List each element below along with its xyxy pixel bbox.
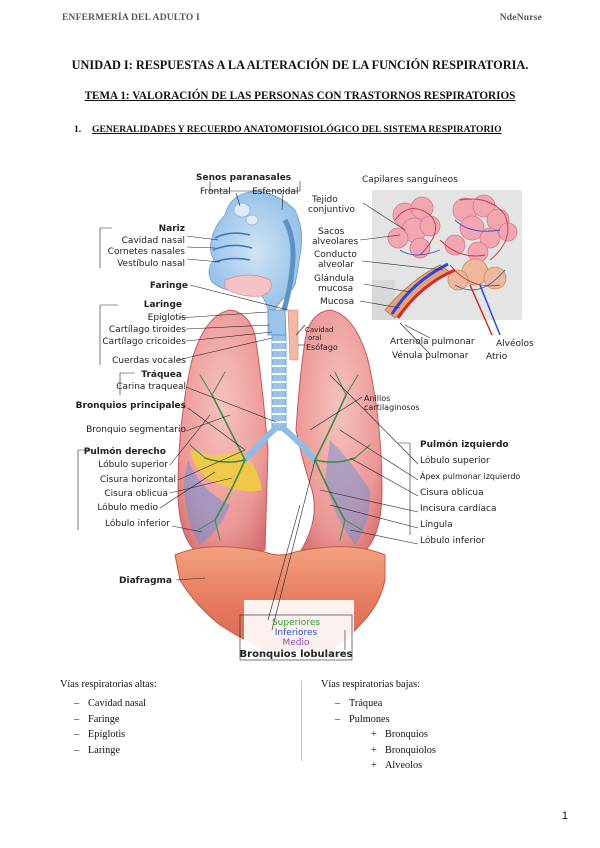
label-esfenoidal: Esfenoidal — [252, 187, 299, 197]
upper-airways-title: Vías respiratorias altas: — [60, 679, 157, 690]
frontal-sinus — [233, 202, 259, 226]
alveolar-sacs — [387, 194, 518, 291]
label-conducto-1: Conducto — [314, 250, 357, 260]
list-item: –Laringe — [74, 744, 121, 756]
label-cavidad-oral-2: oral — [308, 334, 321, 342]
trachea — [271, 334, 287, 431]
oral-cavity — [224, 274, 272, 297]
label-capilares: Capilares sanguíneos — [362, 175, 458, 185]
label-sacos-2: alveolares — [312, 237, 358, 247]
label-lingula: Língula — [420, 520, 453, 530]
label-conducto-2: alveolar — [318, 260, 354, 270]
label-cavidad-oral-1: Cavidad — [305, 326, 333, 334]
list-item: +Alveolos — [371, 760, 423, 771]
label-lobulo-inferior-d: Lóbulo inferior — [105, 518, 170, 529]
esophagus — [287, 309, 299, 361]
label-frontal: Frontal — [200, 187, 231, 197]
page-number: 1 — [561, 810, 568, 822]
capillary-network — [394, 198, 509, 287]
label-lobulo-medio: Lóbulo medio — [97, 502, 158, 513]
list-item: +Bronquios — [371, 729, 428, 740]
section-title: GENERALIDADES Y RECUERDO ANATOMOFISIOLÓG… — [92, 124, 502, 135]
label-cornetes: Cornetes nasales — [108, 247, 186, 257]
alveoli-inset — [372, 190, 522, 336]
label-inferiores: Inferiores — [275, 628, 318, 638]
pulmonary-arteriole — [396, 268, 456, 319]
label-tiroides: Cartílago tiroides — [109, 325, 186, 335]
upper-airways-list: Vías respiratorias altas: –Cavidad nasal… — [60, 679, 157, 758]
label-pulmon-derecho: Pulmón derecho — [84, 446, 166, 457]
abdomen-gap — [244, 600, 354, 655]
label-apex: Ápex pulmonar izquierdo — [420, 470, 520, 481]
list-item: –Tráquea — [335, 698, 383, 709]
label-atrio: Atrio — [486, 352, 508, 362]
list-item: –Cavidad nasal — [74, 698, 147, 709]
label-alveolos: Alvéolos — [496, 338, 534, 349]
label-diafragma: Diafragma — [119, 576, 172, 586]
label-cisura-oblicua-i: Cisura oblicua — [420, 488, 484, 498]
right-labels: Capilares sanguíneos Tejido conjuntivo S… — [305, 175, 534, 546]
label-arteriola: Arteriola pulmonar — [390, 337, 475, 347]
label-cisura-oblicua-d: Cisura oblicua — [104, 489, 168, 499]
list-item: –Faringe — [74, 713, 120, 725]
pharynx — [281, 218, 296, 311]
label-tejido-2: conjuntivo — [308, 205, 355, 215]
bronchial-legend: Superiores Inferiores Medio Bronquios lo… — [240, 614, 353, 661]
leader-lines — [77, 181, 444, 650]
header-right: NdeNurse — [499, 13, 542, 23]
label-pulmon-izquierdo: Pulmón izquierdo — [420, 439, 509, 450]
label-vestibulo: Vestíbulo nasal — [117, 259, 185, 269]
label-nariz: Nariz — [159, 224, 185, 234]
label-venula: Vénula pulmonar — [392, 350, 469, 361]
label-bronquio-segmentario: Bronquio segmentario — [86, 425, 186, 435]
label-mucosa: Mucosa — [320, 297, 354, 307]
section-number: 1. — [74, 124, 82, 135]
label-anillos-1: Anillos — [364, 394, 390, 403]
label-tejido-1: Tejido — [311, 195, 338, 205]
label-senos: Senos paranasales — [196, 173, 291, 183]
label-cisura-horizontal: Cisura horizontal — [100, 475, 176, 485]
label-cavidad-nasal: Cavidad nasal — [122, 236, 185, 246]
right-lower-lobe-tint — [184, 460, 230, 545]
bronchial-tree — [189, 371, 371, 541]
list-item: +Bronquiolos — [371, 744, 436, 756]
label-anillos-2: cartilaginosos — [364, 403, 420, 412]
head-section — [208, 191, 303, 361]
list-item: –Epíglotis — [74, 729, 126, 740]
label-cuerdas: Cuerdas vocales — [112, 356, 186, 366]
label-bronquios-principales: Bronquios principales — [76, 401, 186, 411]
label-medio: Medio — [282, 638, 310, 648]
section-heading: 1. GENERALIDADES Y RECUERDO ANATOMOFISIOL… — [74, 124, 502, 135]
label-glandula-1: Glándula — [314, 274, 354, 284]
label-cricoides: Cartílago cricoides — [102, 337, 186, 347]
nasal-conchae — [212, 232, 253, 263]
label-superiores: Superiores — [272, 618, 320, 628]
header-left: ENFERMERÍA DEL ADULTO I — [62, 13, 200, 23]
unit-title: UNIDAD I: RESPUESTAS A LA ALTERACIÓN DE … — [71, 58, 529, 72]
column-divider — [301, 681, 302, 761]
label-traquea: Tráquea — [141, 370, 182, 380]
label-lobulo-inferior-i: Lóbulo inferior — [420, 535, 485, 546]
label-carina: Carina traqueal — [116, 382, 186, 392]
label-epiglotis: Epiglotis — [148, 313, 187, 323]
label-lobulo-superior-i: Lóbulo superior — [420, 455, 490, 466]
label-sacos-1: Sacos — [318, 227, 345, 237]
lower-airways-title: Vías respiratorias bajas: — [321, 679, 420, 690]
lower-airways-list: Vías respiratorias bajas: –Tráquea –Pulm… — [321, 679, 436, 774]
label-incisura: Incisura cardíaca — [420, 504, 496, 514]
label-faringe: Faringe — [150, 281, 188, 291]
pulmonary-venule — [390, 262, 449, 315]
left-lower-lobe-tint — [325, 440, 371, 545]
topic-title: TEMA 1: VALORACIÓN DE LAS PERSONAS CON T… — [84, 90, 516, 102]
label-esofago: Esófago — [306, 342, 338, 352]
label-lobulo-superior-d: Lóbulo superior — [98, 459, 168, 470]
larynx — [267, 309, 287, 336]
respiratory-system-diagram: Senos paranasales Frontal Esfenoidal Nar… — [76, 173, 534, 661]
label-bronquios-lobulares: Bronquios lobulares — [240, 649, 353, 660]
label-laringe: Laringe — [144, 300, 182, 310]
list-item: –Pulmones — [335, 713, 390, 725]
left-labels: Senos paranasales Frontal Esfenoidal Nar… — [76, 173, 299, 586]
label-glandula-2: mucosa — [318, 284, 353, 294]
